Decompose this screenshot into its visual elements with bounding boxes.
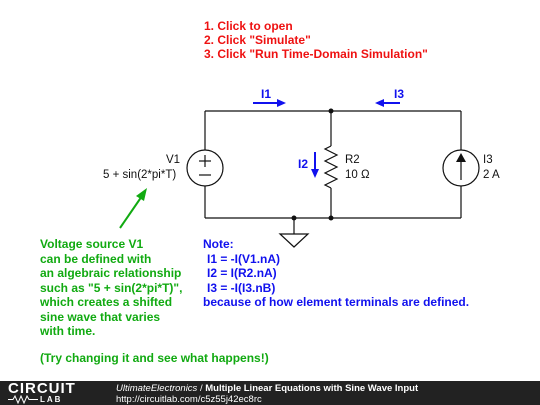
annotation-line-4: such as "5 + sin(2*pi*T)", [40, 280, 183, 295]
annotation-line-7: with time. [40, 324, 96, 338]
logo-lab-text: LAB [40, 395, 63, 404]
current-label-i2: I2 [298, 157, 309, 171]
junction-ground [291, 215, 297, 221]
circuit-schematic [119, 99, 480, 248]
ground-symbol [278, 233, 310, 248]
v1-symbol [186, 149, 224, 187]
footer-url[interactable]: http://circuitlab.com/c5z55j42ec8rc [116, 394, 262, 405]
instruction-3: 3. Click "Run Time-Domain Simulation" [204, 47, 428, 61]
annotation-arrow [119, 195, 143, 229]
r2-name: R2 [345, 154, 360, 166]
r2-value: 10 Ω [345, 169, 370, 181]
footer-bar: CIRCUIT LAB UltimateElectronics / Multip… [0, 381, 540, 405]
instruction-1: 1. Click to open [204, 19, 293, 33]
note-line-1: I1 = -I(V1.nA) [207, 251, 281, 266]
footer-circuit-title[interactable]: Multiple Linear Equations with Sine Wave… [205, 383, 419, 394]
footer-author[interactable]: UltimateElectronics [116, 383, 198, 394]
resistor-wave-icon [8, 395, 38, 404]
annotation-line-3: an algebraic relationship [40, 266, 182, 280]
annotation-line-1: Voltage source V1 [40, 237, 144, 251]
try-text: (Try changing it and see what happens!) [40, 351, 269, 365]
v1-name: V1 [166, 154, 181, 166]
junction-top [328, 108, 334, 114]
annotation-line-5: which creates a shifted [40, 295, 173, 309]
note-footer: because of how element terminals are def… [203, 295, 470, 309]
i3-name: I3 [483, 154, 493, 166]
footer-separator: / [199, 383, 203, 394]
note-line-2: I2 = I(R2.nA) [207, 266, 277, 280]
current-label-i1: I1 [261, 87, 272, 101]
junction-bottom-r2 [328, 215, 334, 221]
note-line-3: I3 = -I(I3.nB) [207, 280, 276, 295]
annotation-line-6: sine wave that varies [40, 309, 161, 324]
circuitlab-logo[interactable]: CIRCUIT [8, 380, 76, 397]
r2-zigzag [323, 145, 339, 189]
annotation-line-2: can be defined with [40, 251, 152, 266]
instruction-2: 2. Click "Simulate" [204, 33, 311, 47]
i3-symbol [442, 149, 480, 187]
v1-value: 5 + sin(2*pi*T) [103, 169, 177, 181]
note-title: Note: [203, 237, 234, 251]
current-label-i3: I3 [394, 87, 405, 101]
footer-title: UltimateElectronics / Multiple Linear Eq… [116, 383, 418, 394]
i3-value: 2 A [483, 169, 500, 181]
